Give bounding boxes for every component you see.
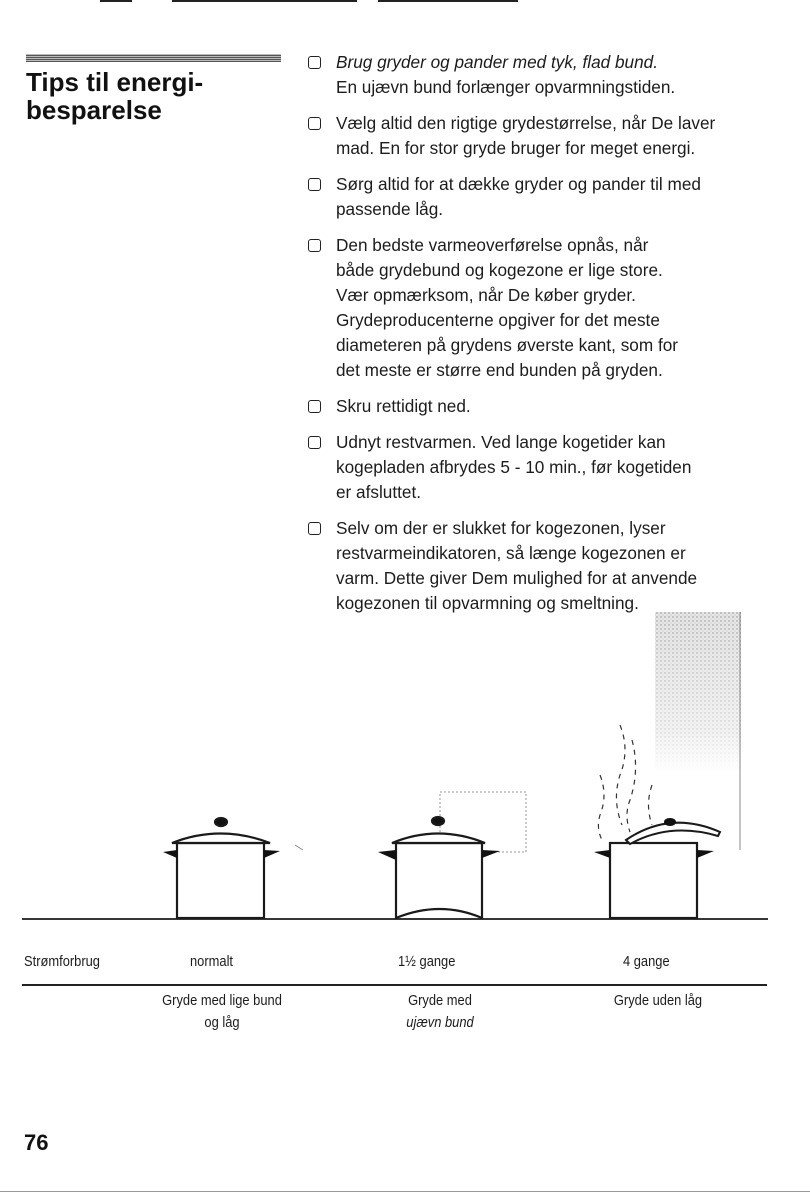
heading-line: Tips til energi- (26, 67, 204, 97)
table-divider (22, 984, 767, 986)
checkbox-icon (308, 400, 321, 413)
top-edge-line (172, 0, 357, 2)
heading-line: besparelse (26, 95, 162, 125)
consumption-value: normalt (190, 953, 234, 970)
bottom-edge-line (0, 1191, 810, 1192)
checkbox-icon (308, 522, 321, 535)
pot-without-lid (594, 612, 741, 920)
checkbox-icon (308, 117, 321, 130)
consumption-value: 4 gange (623, 953, 670, 970)
tip-line: Selv om der er slukket for kogezonen, ly… (336, 518, 666, 538)
tip-line: både grydebund og kogezone er lige store… (336, 260, 663, 280)
tip-line: det meste er større end bunden på gryden… (336, 360, 663, 380)
pot-caption: Gryde med ujævn bund (371, 990, 509, 1034)
tip-item: Brug gryder og pander med tyk, flad bund… (308, 50, 778, 100)
caption-line: Gryde med lige bund (162, 992, 282, 1009)
pot-uneven-bottom (378, 791, 527, 920)
consumption-label: Strømforbrug (24, 953, 100, 970)
consumption-value: 1½ gange (398, 953, 456, 970)
checkbox-icon (308, 239, 321, 252)
tip-line: Vælg altid den rigtige grydestørrelse, n… (336, 113, 716, 133)
tip-line: Brug gryder og pander med tyk, flad bund… (336, 52, 658, 72)
tip-line: diameteren på grydens øverste kant, som … (336, 335, 678, 355)
caption-line: og låg (204, 1014, 240, 1031)
tip-item: Vælg altid den rigtige grydestørrelse, n… (308, 111, 778, 161)
top-edge-line (100, 0, 132, 2)
page-heading: Tips til energi- besparelse (26, 68, 276, 124)
tip-line: Den bedste varmeoverførelse opnås, når (336, 235, 649, 255)
tip-line: Vær opmærksom, når De køber gryder. (336, 285, 636, 305)
tip-line: kogezonen til opvarmning og smeltning. (336, 593, 639, 613)
checkbox-icon (308, 178, 321, 191)
checkbox-icon (308, 56, 321, 69)
pot-flat-with-lid (163, 816, 304, 920)
caption-line: Gryde uden låg (613, 992, 703, 1009)
page-number: 76 (24, 1130, 49, 1155)
tip-line: mad. En for stor gryde bruger for meget … (336, 138, 696, 158)
tip-line: varm. Dette giver Dem mulighed for at an… (336, 568, 698, 588)
pot-caption: Gryde med lige bund og låg (127, 990, 316, 1034)
tip-line: passende låg. (336, 199, 444, 219)
tip-item: Den bedste varmeoverførelse opnås, når b… (308, 233, 778, 383)
tip-line: Grydeproducenterne opgiver for det meste (336, 310, 660, 330)
tip-line: Sørg altid for at dække gryder og pander… (336, 174, 701, 194)
pots-illustration (22, 612, 768, 920)
tips-list: Brug gryder og pander med tyk, flad bund… (308, 50, 778, 627)
caption-line: Gryde med (408, 992, 472, 1009)
tip-line: er afsluttet. (336, 482, 422, 502)
heading-rule (26, 54, 281, 62)
tip-line: Udnyt restvarmen. Ved lange kogetider ka… (336, 432, 666, 452)
tip-item: Selv om der er slukket for kogezonen, ly… (308, 516, 778, 616)
tip-line: En ujævn bund forlænger opvarmningstiden… (336, 77, 676, 97)
checkbox-icon (308, 436, 321, 449)
tip-item: Udnyt restvarmen. Ved lange kogetider ka… (308, 430, 778, 505)
tip-line: restvarmeindikatoren, så længe kogezonen… (336, 543, 686, 563)
tip-item: Sørg altid for at dække gryder og pander… (308, 172, 778, 222)
top-edge-line (378, 0, 518, 2)
pot-caption: Gryde uden låg (585, 990, 731, 1012)
tip-line: Skru rettidigt ned. (336, 396, 471, 416)
caption-line: ujævn bund (406, 1014, 474, 1031)
tip-item: Skru rettidigt ned. (308, 394, 778, 419)
tip-line: kogepladen afbrydes 5 - 10 min., før kog… (336, 457, 692, 477)
